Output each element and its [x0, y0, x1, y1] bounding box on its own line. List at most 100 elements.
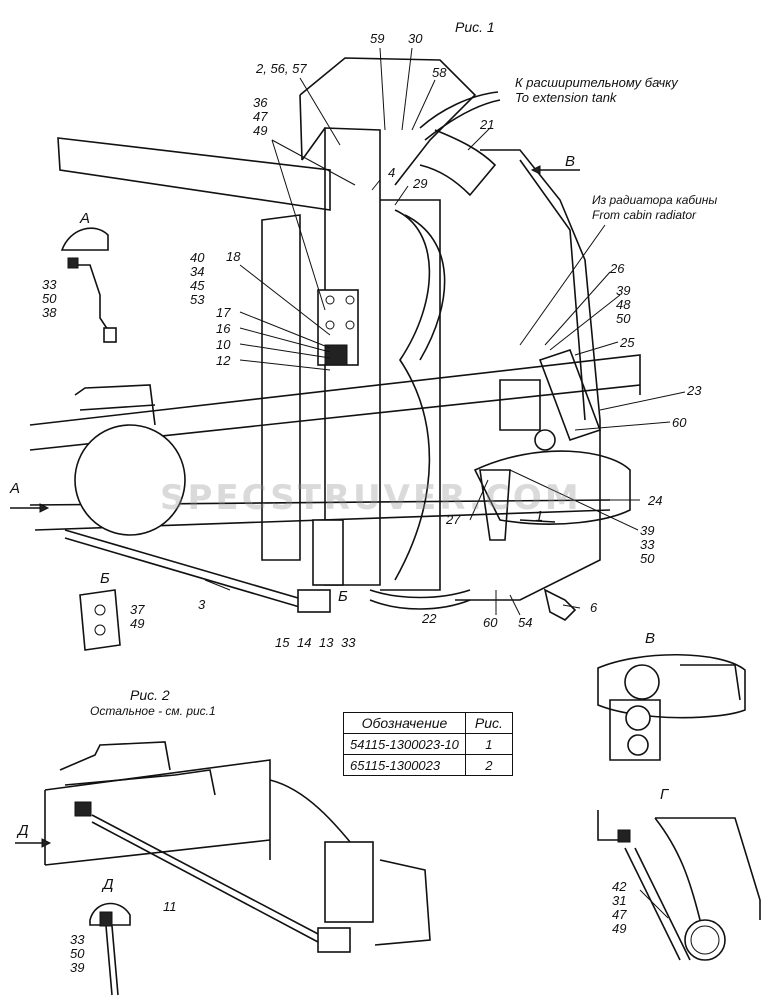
callout-40: 40 — [190, 250, 205, 265]
watermark: SPECSTRUVER.COM — [160, 478, 582, 518]
callout-30: 30 — [408, 31, 423, 46]
callout-10: 10 — [216, 337, 231, 352]
callout-3: 3 — [198, 597, 206, 612]
callout-33c: 33 — [341, 635, 356, 650]
leader-lines — [204, 47, 686, 616]
spec-header-figure: Рис. — [464, 712, 513, 734]
callout-26: 26 — [610, 261, 625, 276]
callout-34: 34 — [190, 264, 205, 279]
callout-27: 27 — [446, 512, 461, 527]
callout-33b: 33 — [640, 537, 655, 552]
callout-36: 36 — [253, 95, 268, 110]
callout-24: 24 — [648, 493, 663, 508]
callout-g-42: 42 — [612, 879, 627, 894]
main-assembly-lines — [29, 57, 641, 621]
view-g-arrow-label: 1 — [535, 508, 544, 525]
view-b-arrow-label: Б — [338, 588, 348, 605]
callout-60: 60 — [672, 415, 687, 430]
view-d-arrow-label: Д — [18, 822, 29, 839]
spec-cell-designation: 65115-1300023 — [343, 754, 466, 776]
callout-12: 12 — [216, 353, 231, 368]
callout-6: 6 — [590, 600, 598, 615]
callout-16: 16 — [216, 321, 231, 336]
callout-g-31: 31 — [612, 893, 627, 908]
view-v-detail — [597, 653, 746, 761]
view-v-arrow-label: В — [565, 153, 576, 170]
table-row: 65115-1300023 2 — [343, 754, 513, 776]
specification-table: Обозначение Рис. 54115-1300023-10 1 6511… — [343, 712, 513, 776]
callout-60b: 60 — [483, 615, 498, 630]
callout-a-50: 50 — [42, 291, 57, 306]
view-d-title: Д — [103, 876, 114, 893]
callout-d-39: 39 — [70, 960, 85, 975]
callout-stack-36-47-49: 36 47 49 — [253, 96, 267, 138]
spec-table-header-row: Обозначение Рис. — [343, 712, 513, 734]
callout-29: 29 — [413, 176, 428, 191]
callout-39: 39 — [616, 283, 631, 298]
callout-stack-39-33-50: 39 33 50 — [640, 524, 654, 566]
callout-50: 50 — [616, 311, 631, 326]
spec-cell-figure: 1 — [464, 733, 513, 755]
spec-cell-figure: 2 — [464, 754, 513, 776]
callout-22: 22 — [422, 611, 437, 626]
view-g-detail — [597, 810, 761, 961]
callout-stack-view-g: 42 31 47 49 — [612, 880, 626, 936]
callout-39b: 39 — [640, 523, 655, 538]
callout-g-49: 49 — [612, 921, 627, 936]
callout-50b: 50 — [640, 551, 655, 566]
view-g-title: Г — [660, 786, 669, 803]
view-b-detail — [79, 589, 121, 651]
callout-stack-view-b: 37 49 — [130, 603, 144, 631]
expansion-tank-label-en: To extension tank — [515, 90, 617, 105]
callout-45: 45 — [190, 278, 205, 293]
view-b-title: Б — [100, 570, 110, 587]
callout-b-37: 37 — [130, 602, 145, 617]
cabin-radiator-label-en: From cabin radiator — [592, 208, 697, 222]
view-a-arrow-label: А — [10, 480, 21, 497]
callout-4: 4 — [388, 165, 396, 180]
callout-54: 54 — [518, 615, 533, 630]
callout-stack-view-d: 33 50 39 — [70, 933, 84, 975]
cabin-radiator-label-ru: Из радиатора кабины — [592, 193, 718, 207]
callout-g-47: 47 — [612, 907, 627, 922]
callout-stack-view-a: 33 50 38 — [42, 278, 56, 320]
callout-23: 23 — [687, 383, 702, 398]
callout-48: 48 — [616, 297, 631, 312]
callout-11: 11 — [163, 899, 177, 914]
view-a-title: А — [80, 210, 91, 227]
spec-header-designation: Обозначение — [343, 712, 466, 734]
callout-47: 47 — [253, 109, 268, 124]
view-v-title: В — [645, 630, 656, 647]
callout-58: 58 — [432, 65, 447, 80]
table-row: 54115-1300023-10 1 — [343, 733, 513, 755]
spec-cell-designation: 54115-1300023-10 — [343, 733, 466, 755]
callout-2-56-57: 2, 56, 57 — [256, 61, 307, 76]
callout-53: 53 — [190, 292, 205, 307]
callout-14: 14 — [297, 635, 312, 650]
view-a-detail — [60, 227, 117, 343]
callout-25: 25 — [620, 335, 635, 350]
callout-13: 13 — [319, 635, 334, 650]
view-d-detail — [89, 902, 131, 996]
callout-stack-39-48-50: 39 48 50 — [616, 284, 630, 326]
callout-49: 49 — [253, 123, 268, 138]
callout-21: 21 — [480, 117, 495, 132]
callout-18: 18 — [226, 249, 241, 264]
view-arrows — [10, 165, 580, 848]
expansion-tank-label-ru: К расширительному бачку — [515, 75, 678, 90]
figure2-note: Остальное - см. рис.1 — [90, 704, 216, 718]
callout-b-49: 49 — [130, 616, 145, 631]
callout-d-50: 50 — [70, 946, 85, 961]
callout-17: 17 — [216, 305, 231, 320]
figure2-drawing — [44, 741, 431, 953]
figure1-caption: Рис. 1 — [455, 19, 495, 35]
callout-a-38: 38 — [42, 305, 57, 320]
callout-59: 59 — [370, 31, 385, 46]
figure2-caption: Рис. 2 — [130, 687, 170, 703]
callout-stack-40-34-45-53: 40 34 45 53 — [190, 251, 204, 307]
callout-d-33: 33 — [70, 932, 85, 947]
callout-a-33: 33 — [42, 277, 57, 292]
callout-15: 15 — [275, 635, 290, 650]
